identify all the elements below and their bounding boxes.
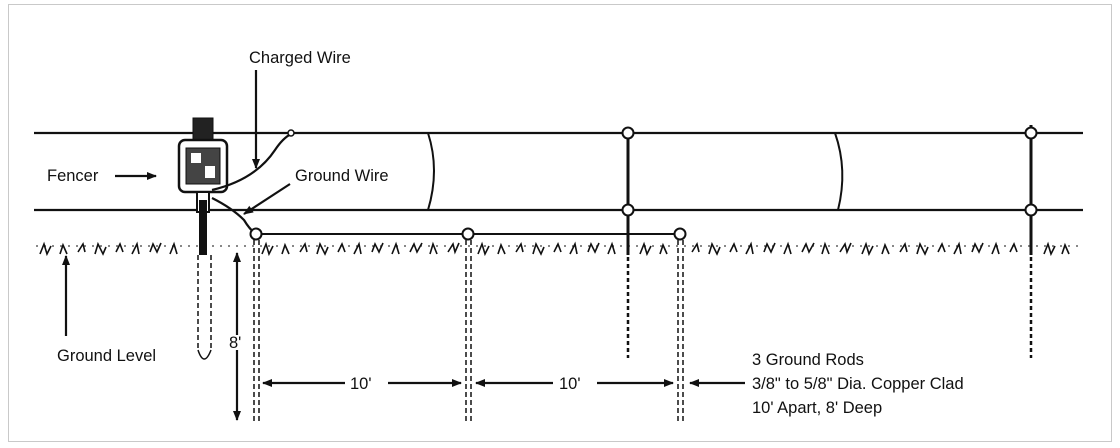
grass-marks [39,241,1070,257]
charged-wire-label: Charged Wire [249,49,351,67]
spacing-1-label: 10' [350,375,372,393]
fence-post-2 [1024,125,1038,358]
fencer-unit [177,117,229,360]
ground-wire-label: Ground Wire [295,167,389,185]
ground-rod-2 [461,227,475,422]
fence-post-1 [621,126,635,358]
ground-surface [36,241,1080,257]
ground-rod-3 [673,227,687,422]
rods-label-line2: 3/8" to 5/8" Dia. Copper Clad [752,375,964,393]
ground-lead [211,197,257,235]
wire-jumper-1 [427,132,435,211]
wire-jumper-2 [834,132,844,211]
ground-wire-arrow [243,183,291,215]
diagram-frame [8,4,1112,442]
fencer-label: Fencer [47,167,99,185]
charged-lead [211,133,292,192]
rods-label-line3: 10' Apart, 8' Deep [752,399,882,417]
spacing-2-label: 10' [559,375,581,393]
ground-level-label: Ground Level [57,347,156,365]
ground-rod-1 [249,227,263,422]
rods-label-line1: 3 Ground Rods [752,351,864,369]
depth-label: 8' [229,334,241,352]
